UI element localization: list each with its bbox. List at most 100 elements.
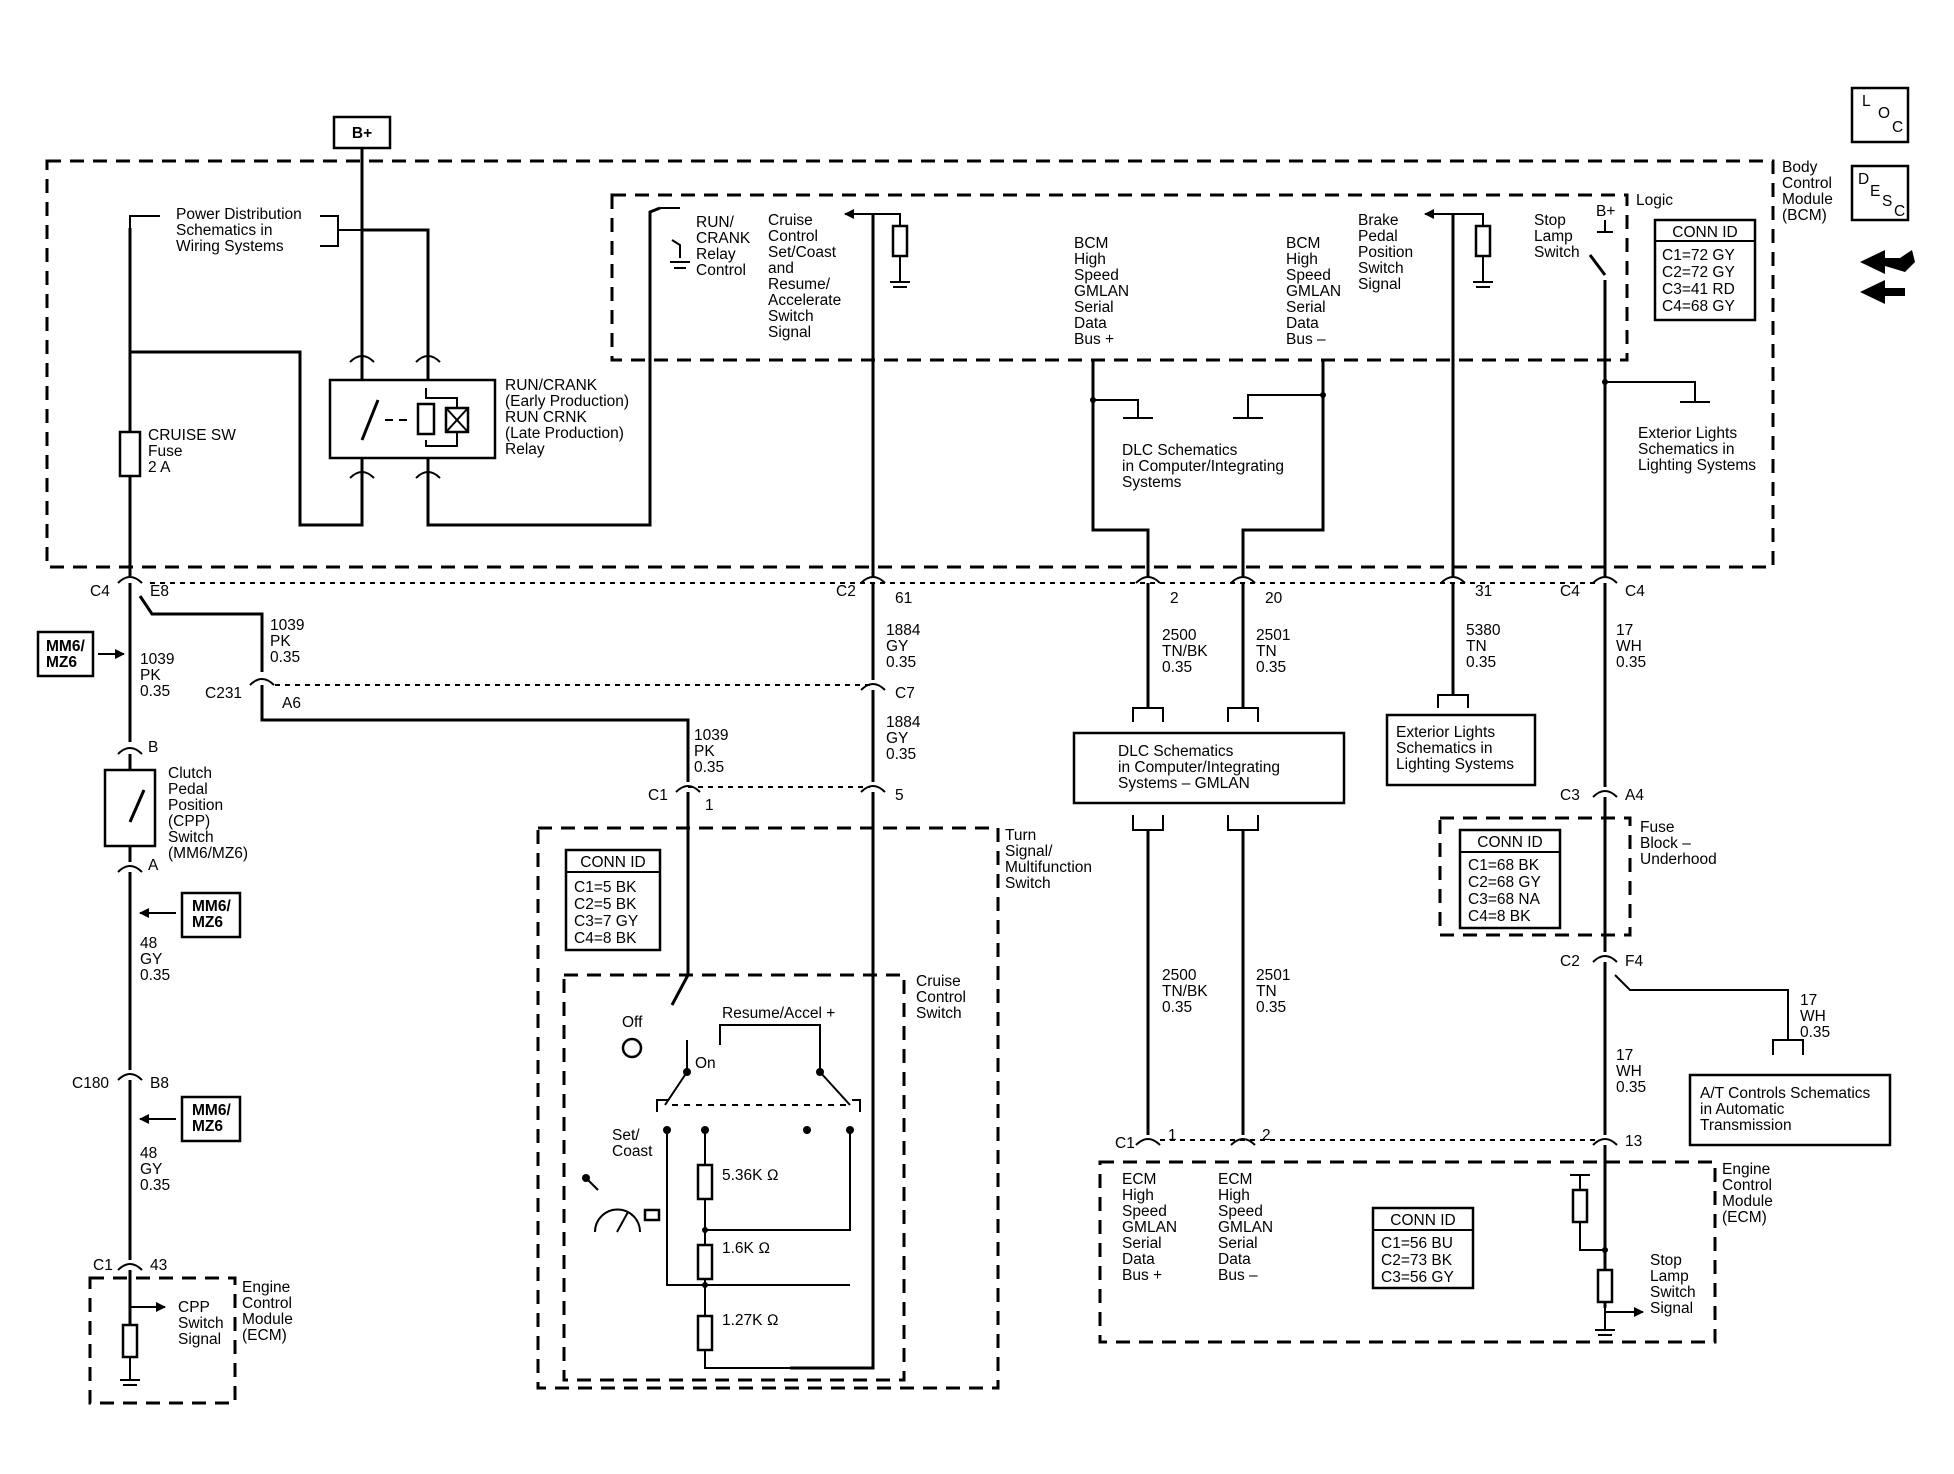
svg-text:0.35: 0.35 xyxy=(270,649,300,666)
svg-text:Module: Module xyxy=(242,1311,293,1328)
svg-text:C3=7 GY: C3=7 GY xyxy=(574,913,638,930)
svg-text:0.35: 0.35 xyxy=(1256,659,1286,676)
power-dist-bracket-right xyxy=(320,215,339,247)
svg-text:DLC Schematics: DLC Schematics xyxy=(1118,743,1234,760)
svg-text:Switch: Switch xyxy=(916,1005,962,1022)
svg-text:0.35: 0.35 xyxy=(1162,999,1192,1016)
b-plus-branch xyxy=(362,228,430,362)
svg-text:Serial: Serial xyxy=(1286,299,1326,316)
svg-text:C3=56 GY: C3=56 GY xyxy=(1381,1269,1454,1286)
loc-icon[interactable] xyxy=(1850,86,1910,144)
svg-text:48: 48 xyxy=(140,1145,157,1162)
bcm-logic-label: Logic xyxy=(1636,192,1673,209)
svg-text:2500: 2500 xyxy=(1162,627,1197,644)
icon-labels: L O C D E S C xyxy=(1858,93,1905,220)
dlc-box-label: DLC Schematics in Computer/Integrating S… xyxy=(1118,743,1280,792)
svg-text:Module: Module xyxy=(1722,1193,1773,1210)
dlc-gmlan-box xyxy=(1072,731,1346,805)
svg-text:C1: C1 xyxy=(93,1257,113,1274)
svg-text:Serial: Serial xyxy=(1122,1235,1162,1252)
ecm-right-outline xyxy=(1098,1160,1717,1344)
svg-text:C1=68 BK: C1=68 BK xyxy=(1468,857,1540,874)
resistor-1k6 xyxy=(696,1243,714,1281)
svg-text:Pedal: Pedal xyxy=(168,781,208,798)
svg-text:CRUISE SW: CRUISE SW xyxy=(148,427,236,444)
svg-text:Position: Position xyxy=(1358,244,1413,261)
svg-text:C1=5 BK: C1=5 BK xyxy=(574,879,637,896)
off-indicator xyxy=(621,1037,643,1059)
ecm-conn-box xyxy=(1371,1206,1475,1290)
svg-text:1.6K Ω: 1.6K Ω xyxy=(722,1240,770,1257)
svg-text:43: 43 xyxy=(150,1257,167,1274)
svg-text:Relay: Relay xyxy=(696,246,736,263)
at-controls-box xyxy=(1688,1073,1892,1147)
desc-icon[interactable] xyxy=(1850,164,1910,222)
svg-text:Lamp: Lamp xyxy=(1534,228,1573,245)
svg-text:Stop: Stop xyxy=(1534,212,1566,229)
relay-resistor xyxy=(416,402,436,436)
svg-text:GY: GY xyxy=(886,638,908,655)
svg-text:C: C xyxy=(1894,203,1905,220)
svg-text:GMLAN: GMLAN xyxy=(1074,283,1129,300)
svg-text:Switch: Switch xyxy=(768,308,814,325)
cpp-switch-label: Clutch Pedal Position (CPP) Switch (MM6/… xyxy=(168,765,248,862)
resistor-1k27 xyxy=(696,1314,714,1352)
svg-text:C4: C4 xyxy=(1560,583,1580,600)
svg-text:CONN ID: CONN ID xyxy=(580,854,645,871)
svg-text:A: A xyxy=(148,857,159,874)
svg-text:(CPP): (CPP) xyxy=(168,813,210,830)
svg-text:Speed: Speed xyxy=(1218,1203,1263,1220)
svg-text:CPP: CPP xyxy=(178,1299,210,1316)
svg-text:Control: Control xyxy=(916,989,966,1006)
cruise-pullup-resistor xyxy=(891,224,909,258)
svg-text:BCM: BCM xyxy=(1074,235,1108,252)
svg-text:A/T Controls Schematics: A/T Controls Schematics xyxy=(1700,1085,1871,1102)
svg-text:Bus +: Bus + xyxy=(1122,1267,1162,1284)
svg-text:Control: Control xyxy=(242,1295,292,1312)
svg-text:C2=72 GY: C2=72 GY xyxy=(1662,264,1735,281)
exchange-wrench-icon[interactable] xyxy=(1860,250,1915,304)
svg-text:0.35: 0.35 xyxy=(694,759,724,776)
svg-text:Multifunction: Multifunction xyxy=(1005,859,1092,876)
svg-text:Switch: Switch xyxy=(1650,1284,1696,1301)
wire-labels: 1039 PK 0.35 1039 PK 0.35 1039 PK 0.35 1… xyxy=(140,617,1830,1194)
svg-text:0.35: 0.35 xyxy=(1466,654,1496,671)
option-labels: MM6/ MZ6 MM6/ MZ6 MM6/ MZ6 xyxy=(46,638,231,1135)
svg-text:Position: Position xyxy=(168,797,223,814)
bcm-gmlan-plus-wire xyxy=(1091,360,1150,578)
svg-text:17: 17 xyxy=(1800,992,1817,1009)
dlc-inner-label: DLC Schematics in Computer/Integrating S… xyxy=(1122,442,1284,491)
svg-text:in Computer/Integrating: in Computer/Integrating xyxy=(1118,759,1280,776)
svg-text:MM6/: MM6/ xyxy=(192,898,231,915)
svg-text:1884: 1884 xyxy=(886,622,921,639)
svg-text:C: C xyxy=(1892,119,1903,136)
stop-lamp-b-plus: B+ xyxy=(1596,203,1615,220)
svg-text:Body: Body xyxy=(1782,159,1818,176)
svg-text:1039: 1039 xyxy=(140,651,174,668)
svg-text:0.35: 0.35 xyxy=(1162,659,1192,676)
svg-text:Switch: Switch xyxy=(168,829,214,846)
bcm-gmlan-plus-label: BCM High Speed GMLAN Serial Data Bus + xyxy=(1074,235,1129,348)
svg-text:Bus +: Bus + xyxy=(1074,331,1114,348)
turn-switch-return xyxy=(790,792,875,1370)
resistor-5k36 xyxy=(696,1163,714,1201)
turn-signal-conn-box xyxy=(564,848,662,952)
svg-text:C4=8 BK: C4=8 BK xyxy=(574,930,637,947)
svg-text:1: 1 xyxy=(1168,1127,1177,1144)
svg-text:C4=8 BK: C4=8 BK xyxy=(1468,908,1531,925)
svg-text:Bus –: Bus – xyxy=(1218,1267,1258,1284)
turn-signal-switch-outline xyxy=(536,826,1000,1390)
svg-text:Power Distribution: Power Distribution xyxy=(176,206,302,223)
svg-text:31: 31 xyxy=(1475,583,1492,600)
svg-text:A6: A6 xyxy=(282,695,301,712)
svg-text:Set/Coast: Set/Coast xyxy=(768,244,837,261)
svg-text:PK: PK xyxy=(140,667,161,684)
run-crank-control-label: RUN/ CRANK Relay Control xyxy=(696,214,751,279)
svg-text:C1=72 GY: C1=72 GY xyxy=(1662,247,1735,264)
svg-text:GMLAN: GMLAN xyxy=(1286,283,1341,300)
relay-contact xyxy=(360,399,380,441)
svg-text:Lamp: Lamp xyxy=(1650,1268,1689,1285)
option-box-c xyxy=(180,1095,242,1143)
svg-text:61: 61 xyxy=(895,590,912,607)
svg-text:Data: Data xyxy=(1286,315,1319,332)
